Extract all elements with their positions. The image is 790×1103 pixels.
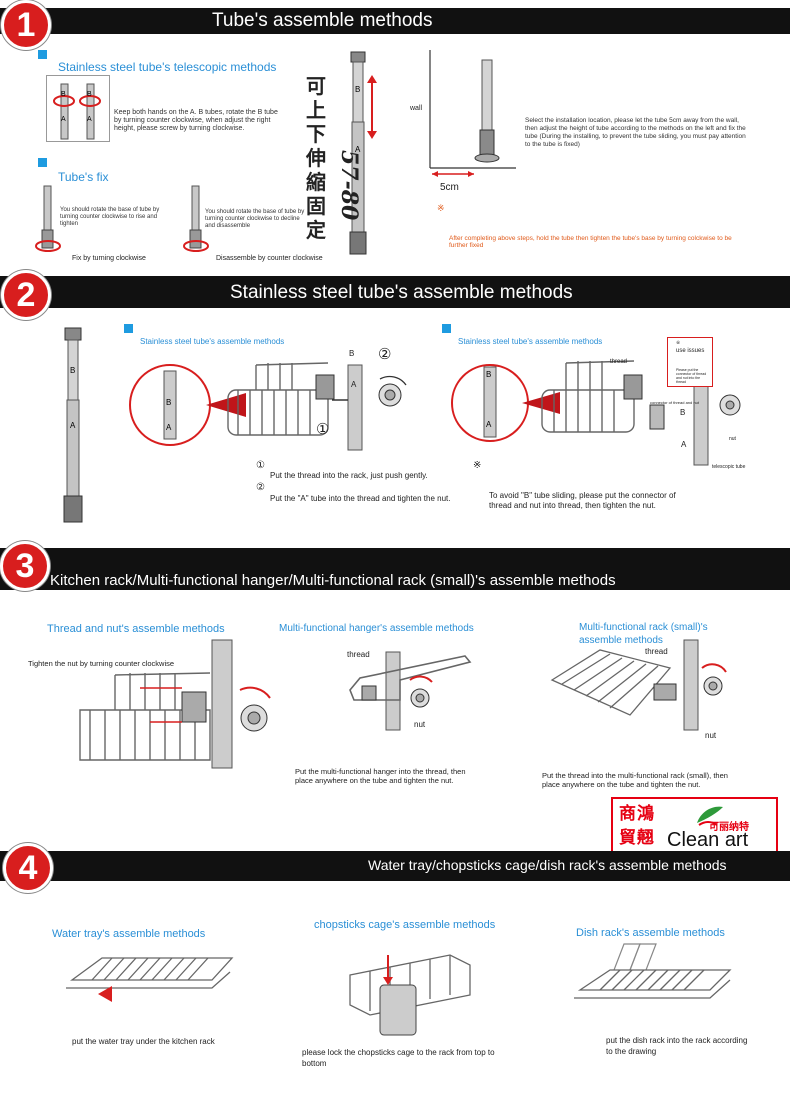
s4-col1-heading: Water tray's assemble methods xyxy=(52,928,205,940)
step-2-mark: ② xyxy=(256,482,265,493)
section-2-bullet-icon xyxy=(124,324,133,333)
section-2-title: Stainless steel tube's assemble methods xyxy=(230,282,573,304)
logo-english: Clean art xyxy=(667,829,748,852)
vertical-char: 下 xyxy=(304,122,328,146)
connector-label: connector of thread and nut xyxy=(650,400,699,405)
install-instructions: Select the installation location, please… xyxy=(525,117,750,149)
telescopic-heading: Stainless steel tube's telescopic method… xyxy=(58,60,276,74)
fix-instructions-2: You should rotate the base of tube by tu… xyxy=(205,209,305,230)
distance-label: 5cm xyxy=(440,182,459,193)
note-mark: ※ xyxy=(437,203,445,214)
fix-caption-2: Disassemble by counter clockwise xyxy=(216,255,323,262)
rack-thread-drawing-1: B A xyxy=(128,345,468,465)
thread-nut-drawing xyxy=(70,640,290,770)
tube-label-b: B xyxy=(70,366,75,375)
fix-heading: Tube's fix xyxy=(58,170,109,184)
tube-label-b: B xyxy=(486,370,491,379)
use-issues-title: use issues xyxy=(676,348,704,354)
vertical-char: 伸 xyxy=(304,146,328,170)
tube-label-b: B xyxy=(355,85,360,94)
use-issues-text: Please put the connector of thread and n… xyxy=(676,368,710,384)
s4-col2-text: please lock the chopsticks cage to the r… xyxy=(302,1047,502,1069)
chopsticks-cage-drawing xyxy=(340,935,480,1045)
section-2-header-bar: Stainless steel tube's assemble methods xyxy=(0,276,790,308)
section-4-header-bar: Water tray/chopsticks cage/dish rack's a… xyxy=(0,851,790,881)
s4-col2-heading: chopsticks cage's assemble methods xyxy=(314,919,495,931)
s2-note-text: To avoid "B" tube sliding, please put th… xyxy=(489,491,689,511)
wall-label: wall xyxy=(410,105,422,112)
s4-col1-text: put the water tray under the kitchen rac… xyxy=(72,1037,215,1046)
note-text: After completing above steps, hold the t… xyxy=(449,235,749,249)
section-3-header-bar: Kitchen rack/Multi-functional hanger/Mul… xyxy=(0,548,790,590)
range-label: 57-80 xyxy=(336,150,362,220)
svg-text:A: A xyxy=(87,116,92,123)
vertical-char: 可 xyxy=(304,74,328,98)
telescopic-illustration: B B A A xyxy=(46,75,110,142)
use-issues-box: ※ use issues Please put the connector of… xyxy=(667,337,713,387)
svg-text:A: A xyxy=(61,116,66,123)
section-1-header-bar: Tube's assemble methods xyxy=(0,8,790,34)
svg-text:B: B xyxy=(87,91,92,98)
right-label-b: B xyxy=(680,408,685,417)
step-2-text: Put the "A" tube into the thread and tig… xyxy=(270,494,450,503)
section-4-title: Water tray/chopsticks cage/dish rack's a… xyxy=(368,857,727,873)
svg-text:B: B xyxy=(61,91,66,98)
small-rack-drawing xyxy=(550,640,750,730)
step-1-mark: ① xyxy=(256,460,265,471)
step-1-text: Put the thread into the rack, just push … xyxy=(270,471,428,480)
vertical-char: 縮 xyxy=(304,170,328,194)
s3-col2-heading: Multi-functional hanger's assemble metho… xyxy=(279,623,474,634)
section-2-number-badge: 2 xyxy=(1,270,51,320)
logo-chinese-left: 商鴻貿翹 xyxy=(619,802,659,850)
section-4-number-badge: 4 xyxy=(3,843,53,893)
vertical-char: 上 xyxy=(304,98,328,122)
s4-col3-heading: Dish rack's assemble methods xyxy=(576,927,725,939)
wall-diagram xyxy=(428,50,518,190)
section-2-tube-drawing: B A xyxy=(58,328,88,528)
two-tubes-drawing: B B A A xyxy=(47,76,109,141)
nut-label: nut xyxy=(729,436,736,442)
telescopic-instructions: Keep both hands on the A. B tubes, rotat… xyxy=(114,109,284,133)
label-a: A xyxy=(351,380,356,389)
s3-col2-nut: nut xyxy=(414,720,425,729)
section-1-title: Tube's assemble methods xyxy=(212,10,432,32)
thread-label: thread xyxy=(610,359,627,365)
dish-rack-drawing xyxy=(570,940,740,1020)
section-1-number-badge: 1 xyxy=(1,0,51,50)
section-3-title: Kitchen rack/Multi-functional hanger/Mul… xyxy=(50,572,616,589)
vertical-char: 固 xyxy=(304,194,328,218)
telescopic-tube-label: telescopic tube xyxy=(712,464,745,470)
tube-label-a: A xyxy=(166,423,172,432)
s3-col1-heading: Thread and nut's assemble methods xyxy=(47,623,225,635)
label-b: B xyxy=(349,349,354,358)
fix-instructions-1: You should rotate the base of tube by tu… xyxy=(60,207,170,228)
tube-label-b: B xyxy=(166,398,171,407)
section-1-bullet-icon xyxy=(38,50,47,59)
section-1-bullet-icon-2 xyxy=(38,158,47,167)
use-issues-mark: ※ xyxy=(676,340,680,347)
right-label-a: A xyxy=(681,440,686,449)
s3-col2-text: Put the multi-functional hanger into the… xyxy=(295,767,485,785)
s3-col3-nut: nut xyxy=(705,731,716,740)
step-2-marker: ② xyxy=(378,345,391,363)
vertical-chinese-text: 可 上 下 伸 縮 固 定 xyxy=(304,74,328,242)
s4-col3-text: put the dish rack into the rack accordin… xyxy=(606,1035,756,1057)
tube-label-a: A xyxy=(486,420,492,429)
s3-col3-text: Put the thread into the multi-functional… xyxy=(542,771,732,789)
s2-note-mark: ※ xyxy=(473,460,481,471)
fix-caption-1: Fix by turning clockwise xyxy=(72,255,146,262)
water-tray-drawing xyxy=(62,950,242,1010)
vertical-char: 定 xyxy=(304,218,328,242)
tube-label-a: A xyxy=(70,421,76,430)
section-2-bullet-icon-2 xyxy=(442,324,451,333)
section-3-number-badge: 3 xyxy=(0,541,50,591)
hanger-drawing xyxy=(340,640,510,730)
red-double-arrow-icon xyxy=(365,75,379,139)
step-1-marker: ① xyxy=(316,420,329,438)
